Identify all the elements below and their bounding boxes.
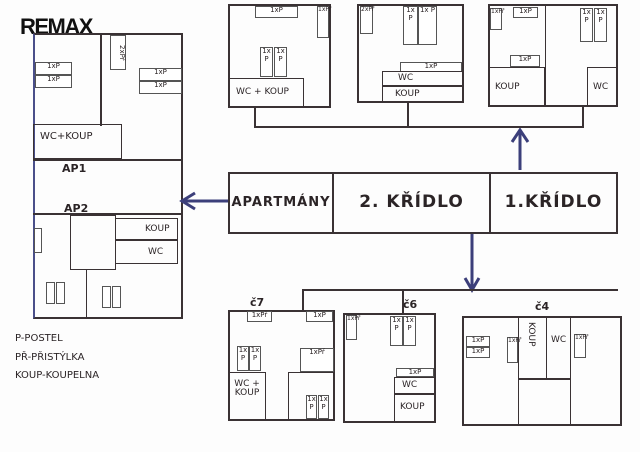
bed: 1x P xyxy=(390,316,403,346)
bed: 1x P xyxy=(237,346,249,371)
extra-bed: 2xPř xyxy=(360,6,374,34)
ap1-label: AP1 xyxy=(62,162,87,175)
bed: 1xP xyxy=(466,347,490,358)
bath-label: KOUP xyxy=(400,402,425,412)
bath-label: KOUP xyxy=(395,89,420,99)
room-6-label: č6 xyxy=(403,298,418,311)
wing-bar xyxy=(228,172,618,234)
wc-bath-label: WC + KOUP xyxy=(236,87,289,97)
wc-label: WC xyxy=(593,82,609,92)
extra-bed: 1xPř xyxy=(346,315,360,340)
room-7-label: č7 xyxy=(250,296,265,309)
bed: 1x P xyxy=(306,395,317,419)
extra-bed: 1xPř xyxy=(247,311,272,322)
room-4-label: č4 xyxy=(535,300,550,313)
bed: 1x P xyxy=(418,6,437,45)
wc-bath-label: WC + KOUP xyxy=(234,379,260,398)
bed: 1x P xyxy=(318,395,329,419)
extra-bed: 1xPř xyxy=(507,337,521,363)
bed: 1x P xyxy=(403,316,416,346)
bed: 1xP xyxy=(466,336,490,347)
bed: 1xP xyxy=(139,68,182,81)
bed: 1xP xyxy=(139,81,182,94)
bed: 1xP xyxy=(513,7,538,18)
ap2-label: AP2 xyxy=(64,202,89,215)
bed: 1xP xyxy=(510,55,540,67)
extra-bed: 1xPř xyxy=(317,6,331,38)
bath-label: KOUP xyxy=(526,322,536,347)
legend-bathroom: KOUP-KOUPELNA xyxy=(15,370,100,381)
extra-bed: 1xPř xyxy=(490,8,504,30)
extra-bed: 2xPř xyxy=(110,35,126,70)
legend-extra-bed: PŘ-PŘISTÝLKA xyxy=(15,352,85,363)
wing-1-label: 1.KŘÍDLO xyxy=(504,192,603,212)
wc-label: WC xyxy=(148,247,164,257)
wc-label: WC xyxy=(402,380,418,390)
bath-label: KOUP xyxy=(495,82,520,92)
bed: 1x P xyxy=(580,8,593,42)
bed: 1x P xyxy=(403,6,418,45)
bed: 1xP xyxy=(35,75,72,88)
bed: 1xP xyxy=(35,62,72,75)
bed: 1x P xyxy=(594,8,607,42)
legend-bed: P-POSTEL xyxy=(15,333,63,344)
bed: 1x P xyxy=(260,47,273,77)
extra-bed: 1xPř xyxy=(574,334,588,358)
bed: 1xPř xyxy=(300,348,334,372)
bed: 1x P xyxy=(249,346,261,371)
bed: 1xP xyxy=(306,311,333,322)
wc-bath-label: WC+KOUP xyxy=(40,131,93,142)
bath-label: KOUP xyxy=(145,224,170,234)
bed: 1x P xyxy=(274,47,287,77)
wc-label: WC xyxy=(551,335,567,345)
bed: 1xP xyxy=(255,6,298,18)
bed: 1xP xyxy=(396,368,434,377)
wing-2-label: 2. KŘÍDLO xyxy=(359,192,464,212)
wc-label: WC xyxy=(398,73,414,83)
apartments-wing-label: APARTMÁNY xyxy=(231,194,331,210)
